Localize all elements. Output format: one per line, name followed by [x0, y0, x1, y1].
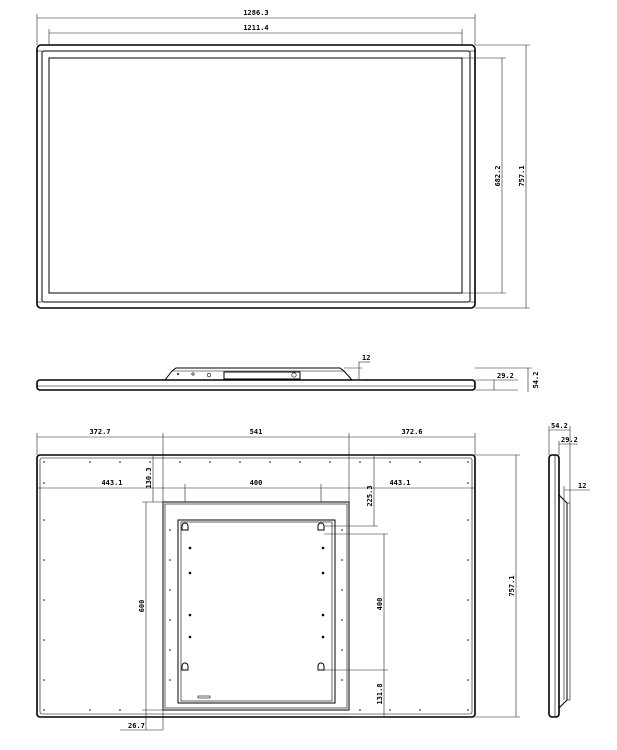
rear-right-margin-label: 372.6 — [401, 428, 422, 436]
rear-keyhole-bottom-right — [317, 662, 325, 671]
side-bracket-offset-label: 12 — [578, 482, 586, 490]
rear-left-hole-offset-label: 443.1 — [101, 479, 122, 487]
side-bezel-profile — [548, 454, 560, 718]
top-bracket-offset-label: 12 — [362, 354, 370, 362]
rear-view: 372.7 541 372.6 443.1 400 443.1 130.3 22… — [36, 428, 520, 731]
front-outer-frame — [36, 44, 476, 309]
rear-overall-height-label: 757.1 — [508, 575, 516, 596]
rear-right-hole-offset-label: 443.1 — [389, 479, 410, 487]
top-bracket-profile — [164, 367, 353, 381]
rear-perimeter-holes — [43, 461, 469, 711]
rear-bracket-bottom-offset-label: 26.7 — [128, 722, 145, 730]
rear-hole-bottom-offset-label: 131.8 — [376, 683, 384, 704]
rear-top-offset-label: 130.3 — [145, 467, 153, 488]
rear-keyhole-top-right — [317, 522, 325, 531]
front-overall-width-label: 1286.3 — [243, 9, 268, 17]
rear-keyhole-top-left — [181, 522, 189, 531]
rear-bracket-rail-holes — [169, 529, 343, 681]
rear-vesa-vertical-label: 400 — [376, 598, 384, 611]
front-screen-area — [48, 57, 463, 294]
rear-bracket-height-label: 600 — [138, 600, 146, 613]
rear-hole-top-offset-label: 225.3 — [366, 485, 374, 506]
top-bezel-profile — [36, 379, 476, 391]
side-view: 54.2 29.2 12 — [548, 422, 590, 718]
front-bezel-inner — [41, 50, 471, 303]
side-bezel-depth-label: 29.2 — [561, 436, 578, 444]
rear-bracket-width-label: 541 — [250, 428, 263, 436]
top-view: 12 29.2 54.2 — [36, 354, 540, 392]
rear-keyhole-bottom-left — [181, 662, 189, 671]
side-total-depth-label: 54.2 — [551, 422, 568, 430]
rear-vesa-horizontal-label: 400 — [250, 479, 263, 487]
front-inner-height-label: 682.2 — [494, 165, 502, 186]
rear-outer-frame — [36, 454, 476, 718]
rear-mount-panel — [177, 519, 336, 704]
top-total-depth-label: 54.2 — [532, 372, 540, 389]
front-view: 1286.3 1211.4 682.2 757.1 — [36, 9, 530, 309]
rear-bracket-plate — [162, 501, 350, 711]
side-bracket-profile — [558, 494, 568, 709]
front-inner-width-label: 1211.4 — [243, 24, 268, 32]
front-overall-height-label: 757.1 — [518, 165, 526, 186]
rear-left-margin-label: 372.7 — [89, 428, 110, 436]
top-bezel-depth-label: 29.2 — [497, 372, 514, 380]
top-bracket-slot — [223, 371, 301, 380]
